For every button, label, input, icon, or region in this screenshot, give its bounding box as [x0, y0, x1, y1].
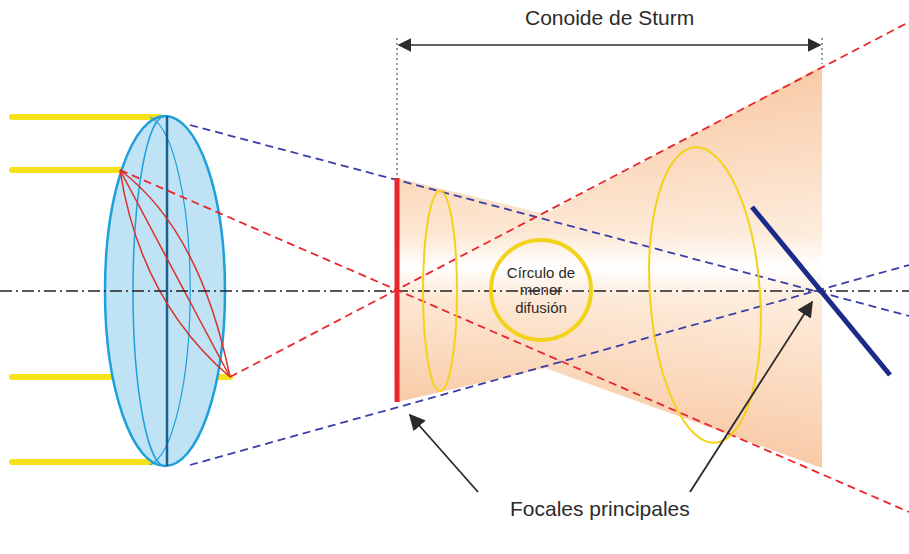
sturm-cone: [397, 66, 822, 468]
cone-fade: [397, 66, 822, 468]
lens-meridian: [166, 116, 169, 466]
red-rays: [120, 22, 909, 512]
blur-ellipse: [640, 144, 770, 447]
circle-label: Círculo de menor difusión: [506, 264, 576, 316]
lens-meridian-curve: [120, 170, 230, 377]
dimension-label: Conoide de Sturm: [525, 6, 694, 30]
focal-line-oblique: [752, 207, 890, 375]
optical-axis: [0, 290, 909, 292]
lens-meridian-curve: [120, 170, 230, 377]
leader-arrows: [410, 302, 812, 492]
blur-ellipse: [423, 191, 457, 391]
focal-lines-label: Focales principales: [510, 497, 690, 521]
lens-diagonal: [120, 170, 230, 377]
least-confusion-circle: Círculo de menor difusión: [489, 238, 593, 342]
blue-rays: [190, 125, 909, 465]
focal-line-vertical: [395, 178, 400, 402]
dimension-bracket: [397, 38, 822, 176]
